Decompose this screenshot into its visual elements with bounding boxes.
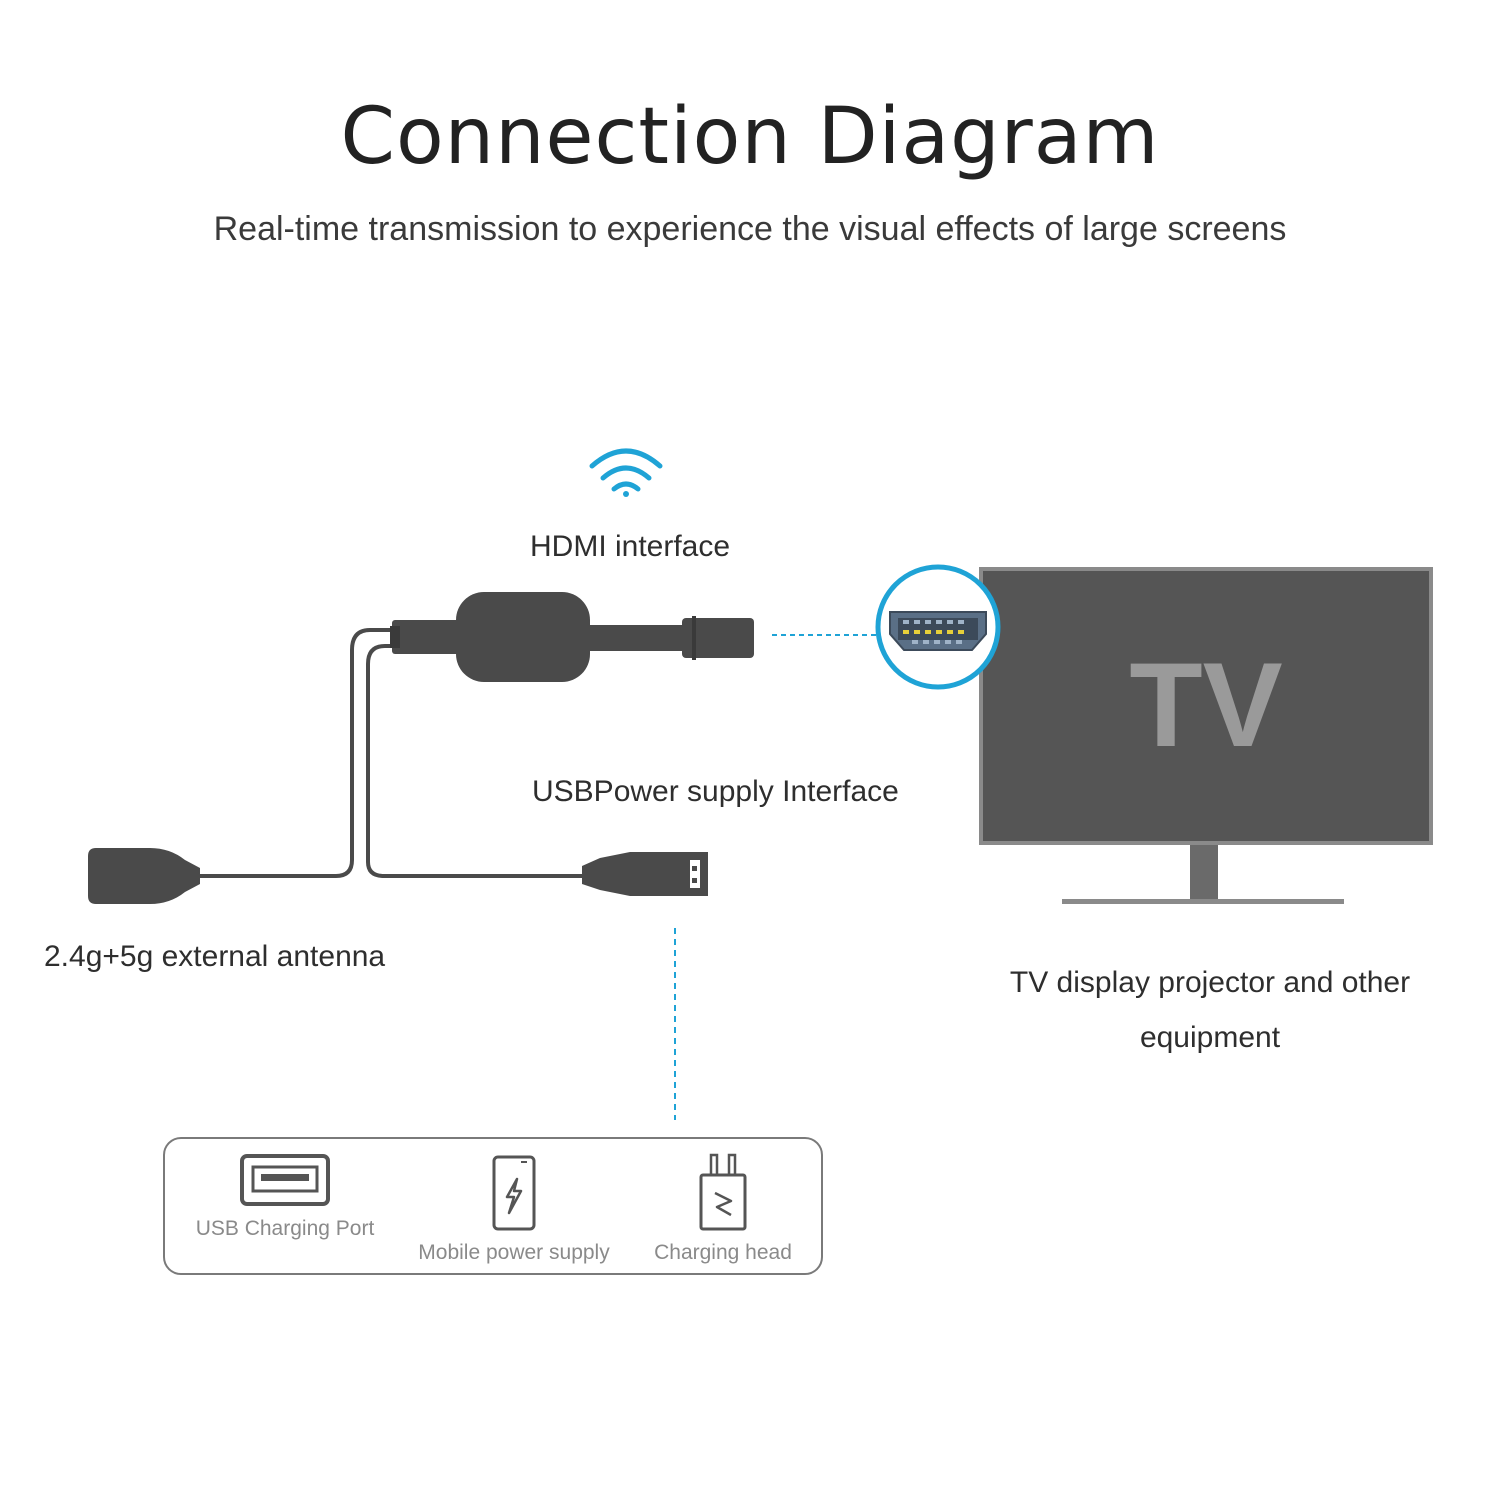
power-option-charging-head: Charging head (643, 1153, 803, 1265)
hdmi-interface-label: HDMI interface (530, 530, 731, 563)
usb-power-label: USBPower supply Interface (532, 775, 899, 808)
power-option-usb-port: USB Charging Port (185, 1153, 385, 1241)
power-bank-icon (492, 1155, 536, 1231)
tv-equipment-label: TV display projector and other equipment (980, 955, 1440, 1065)
hdmi-port-icon (875, 564, 1001, 690)
power-option-mobile-power: Mobile power supply (411, 1153, 617, 1265)
charger-plug-icon (699, 1153, 747, 1231)
wifi-icon (589, 448, 663, 497)
option-label-usb-port: USB Charging Port (195, 1217, 375, 1240)
antenna-connector (88, 848, 200, 904)
usb-port-icon (240, 1154, 330, 1206)
tv-monitor (979, 567, 1433, 904)
tv-label-line1: TV display projector and other (1009, 966, 1411, 999)
tv-label-line2: equipment (1139, 1021, 1281, 1054)
tv-screen-text: TV (1129, 638, 1282, 772)
antenna-label: 2.4g+5g external antenna (44, 940, 386, 973)
page-title: Connection Diagram (340, 92, 1160, 182)
usb-plug (582, 852, 708, 896)
cables (200, 628, 585, 878)
page-subtitle: Real-time transmission to experience the… (213, 210, 1287, 248)
option-label-charging-head: Charging head (654, 1241, 792, 1264)
option-label-mobile-power: Mobile power supply (418, 1241, 610, 1264)
power-options-box: USB Charging Port Mobile power supply Ch… (163, 1137, 823, 1275)
hdmi-dongle (390, 592, 754, 682)
